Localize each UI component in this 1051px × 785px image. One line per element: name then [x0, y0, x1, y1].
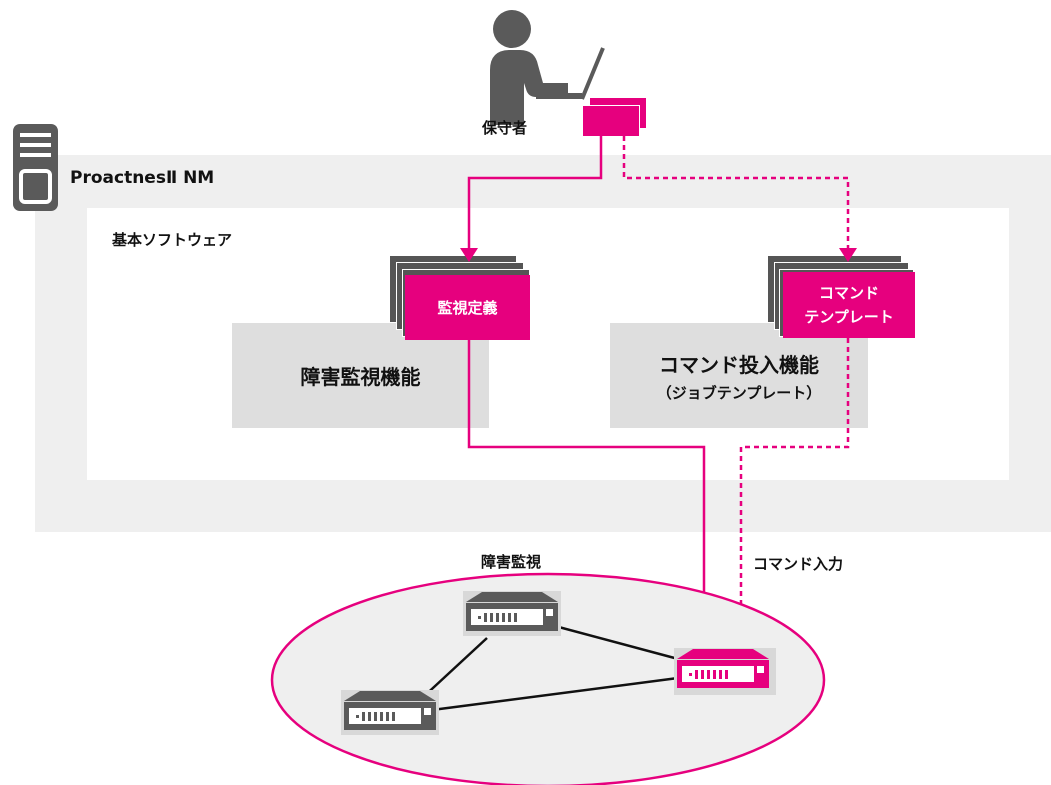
command-input-label: コマンド入力	[753, 555, 844, 573]
operator-label: 保守者	[482, 119, 528, 137]
product-name: ProactnesⅡ NM	[70, 168, 215, 188]
command-template-line1: コマンド	[818, 284, 879, 302]
operator-icon	[490, 10, 605, 125]
base-software-label: 基本ソフトウェア	[112, 231, 233, 249]
monitor-definition-card: 監視定義	[405, 275, 530, 340]
fault-monitor-function-label: 障害監視機能	[300, 365, 421, 389]
fault-monitoring-label: 障害監視	[481, 553, 542, 571]
command-template-card: コマンド テンプレート	[783, 272, 915, 338]
target-switch-icon	[674, 648, 776, 695]
command-input-function-subtitle: （ジョブテンプレート）	[656, 383, 822, 402]
server-icon	[13, 124, 58, 211]
network-switch-icon	[341, 690, 439, 735]
command-input-function-title: コマンド投入機能	[659, 352, 819, 377]
network-switch-icon	[463, 591, 561, 636]
monitor-definition-label: 監視定義	[437, 299, 498, 317]
command-template-line2: テンプレート	[804, 308, 894, 326]
document-icon	[582, 105, 640, 137]
fault-monitor-function-box: 障害監視機能	[232, 323, 489, 428]
command-input-function-box: コマンド投入機能 （ジョブテンプレート）	[610, 323, 868, 428]
